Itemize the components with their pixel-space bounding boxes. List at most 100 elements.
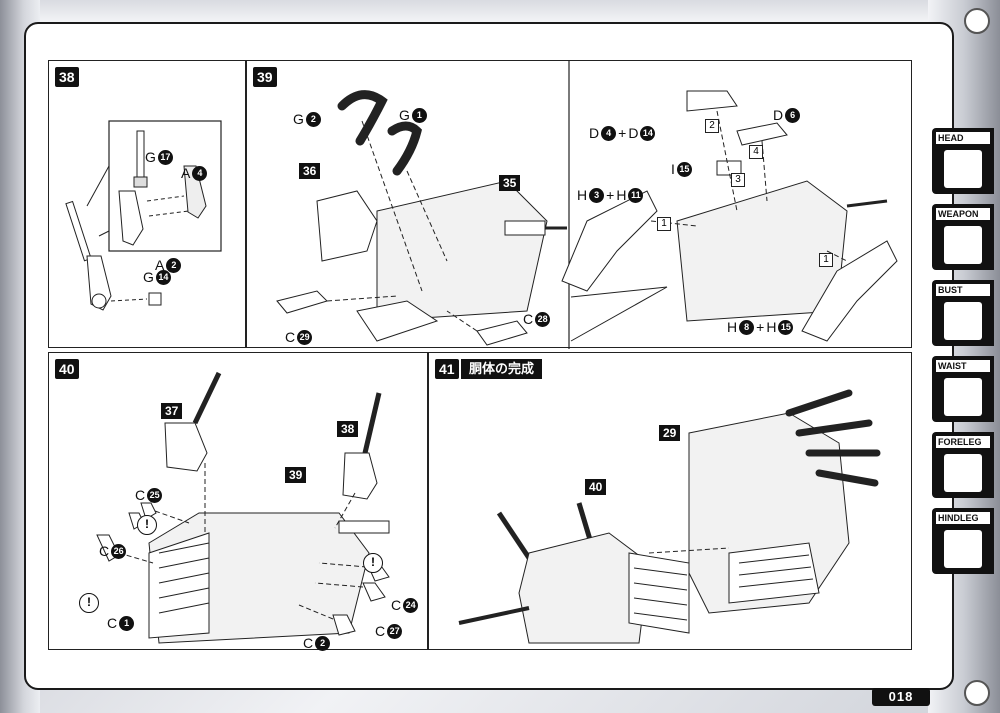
- step-41-diagram: [458, 389, 881, 644]
- step-number: 38: [55, 67, 79, 87]
- step-number: 40: [55, 359, 79, 379]
- nav-item-foreleg[interactable]: FORELEG: [932, 432, 994, 498]
- part-number-badge: 28: [535, 311, 551, 327]
- foreleg-icon: [944, 454, 982, 492]
- warning-icon: !: [79, 593, 99, 613]
- part-letter: G: [293, 111, 304, 127]
- assembly-tag-36: 36: [299, 163, 321, 179]
- part-letter: G: [143, 269, 154, 285]
- step-38-diagram: [65, 120, 222, 311]
- part-number-badge: 14: [640, 125, 656, 141]
- part-letter: A: [155, 257, 165, 273]
- warning-icon: !: [137, 515, 157, 535]
- section-nav: HEAD WEAPON BUST WAIST FORELEG HINDLEG: [932, 128, 994, 574]
- part-letter: D: [628, 125, 639, 141]
- part-letter: H: [727, 319, 738, 335]
- part-number-badge: 17: [157, 149, 173, 165]
- part-number-badge: 2: [305, 111, 321, 127]
- nav-item-hindleg[interactable]: HINDLEG: [932, 508, 994, 574]
- nav-item-label: WAIST: [936, 360, 990, 372]
- assembly-tag-35: 35: [499, 175, 521, 191]
- step-40-diagram: [96, 371, 390, 644]
- part-letter: G: [145, 149, 156, 165]
- nav-item-waist[interactable]: WAIST: [932, 356, 994, 422]
- nav-item-label: BUST: [936, 284, 990, 296]
- part-letter: D: [589, 125, 600, 141]
- part-letter: C: [303, 635, 314, 651]
- part-number-badge: 15: [778, 319, 794, 335]
- part-number-badge: 15: [676, 161, 692, 177]
- sequence-step-1b: 1: [819, 253, 833, 267]
- nav-item-label: HEAD: [936, 132, 990, 144]
- part-number-badge: 8: [739, 319, 755, 335]
- part-letter: C: [391, 597, 402, 613]
- part-letter: H: [766, 319, 777, 335]
- assembly-tag-29: 29: [659, 425, 681, 441]
- page-number: 018: [872, 688, 930, 706]
- sequence-step-1: 1: [657, 217, 671, 231]
- step-number: 41: [435, 359, 459, 379]
- assembly-tag-37: 37: [161, 403, 183, 419]
- part-letter: C: [135, 487, 146, 503]
- step-41-panel: 41 胴体の完成 40 29: [428, 352, 912, 650]
- part-number-badge: 4: [601, 125, 617, 141]
- part-number-badge: 4: [192, 165, 208, 181]
- part-number-badge: 25: [147, 487, 163, 503]
- assembly-tag-38: 38: [337, 421, 359, 437]
- sequence-step-4: 4: [749, 145, 763, 159]
- nav-item-label: WEAPON: [936, 208, 990, 220]
- part-number-badge: 2: [315, 635, 331, 651]
- part-number-badge: 1: [119, 615, 135, 631]
- assembly-tag-39: 39: [285, 467, 307, 483]
- step-40-panel: 40 37 3: [48, 352, 428, 651]
- logo-mark-top: [964, 8, 990, 34]
- logo-mark-bottom: [964, 680, 990, 706]
- nav-item-bust[interactable]: BUST: [932, 280, 994, 346]
- part-number-badge: 26: [111, 543, 127, 559]
- part-number-badge: 1: [411, 107, 427, 123]
- part-letter: H: [616, 187, 627, 203]
- part-letter: C: [99, 543, 110, 559]
- weapon-icon: [944, 226, 982, 264]
- part-letter: G: [399, 107, 410, 123]
- sequence-step-2: 2: [705, 119, 719, 133]
- nav-item-head[interactable]: HEAD: [932, 128, 994, 194]
- nav-item-label: HINDLEG: [936, 512, 990, 524]
- part-letter: A: [181, 165, 191, 181]
- part-letter: C: [285, 329, 296, 345]
- part-number-badge: 14: [155, 269, 171, 285]
- head-icon: [944, 150, 982, 188]
- hindleg-icon: [944, 530, 982, 568]
- part-letter: C: [523, 311, 534, 327]
- part-letter: H: [577, 187, 588, 203]
- plus-sign: +: [618, 125, 627, 141]
- plus-sign: +: [606, 187, 615, 203]
- part-number-badge: 3: [589, 187, 605, 203]
- step-39-diagram: [276, 61, 898, 349]
- nav-item-weapon[interactable]: WEAPON: [932, 204, 994, 270]
- part-number-badge: 24: [403, 597, 419, 613]
- step-39-panel: 39: [246, 60, 912, 349]
- step-number: 39: [253, 67, 277, 87]
- assembly-tag-40: 40: [585, 479, 607, 495]
- sequence-step-3: 3: [731, 173, 745, 187]
- part-number-badge: 6: [785, 107, 801, 123]
- part-letter: C: [375, 623, 386, 639]
